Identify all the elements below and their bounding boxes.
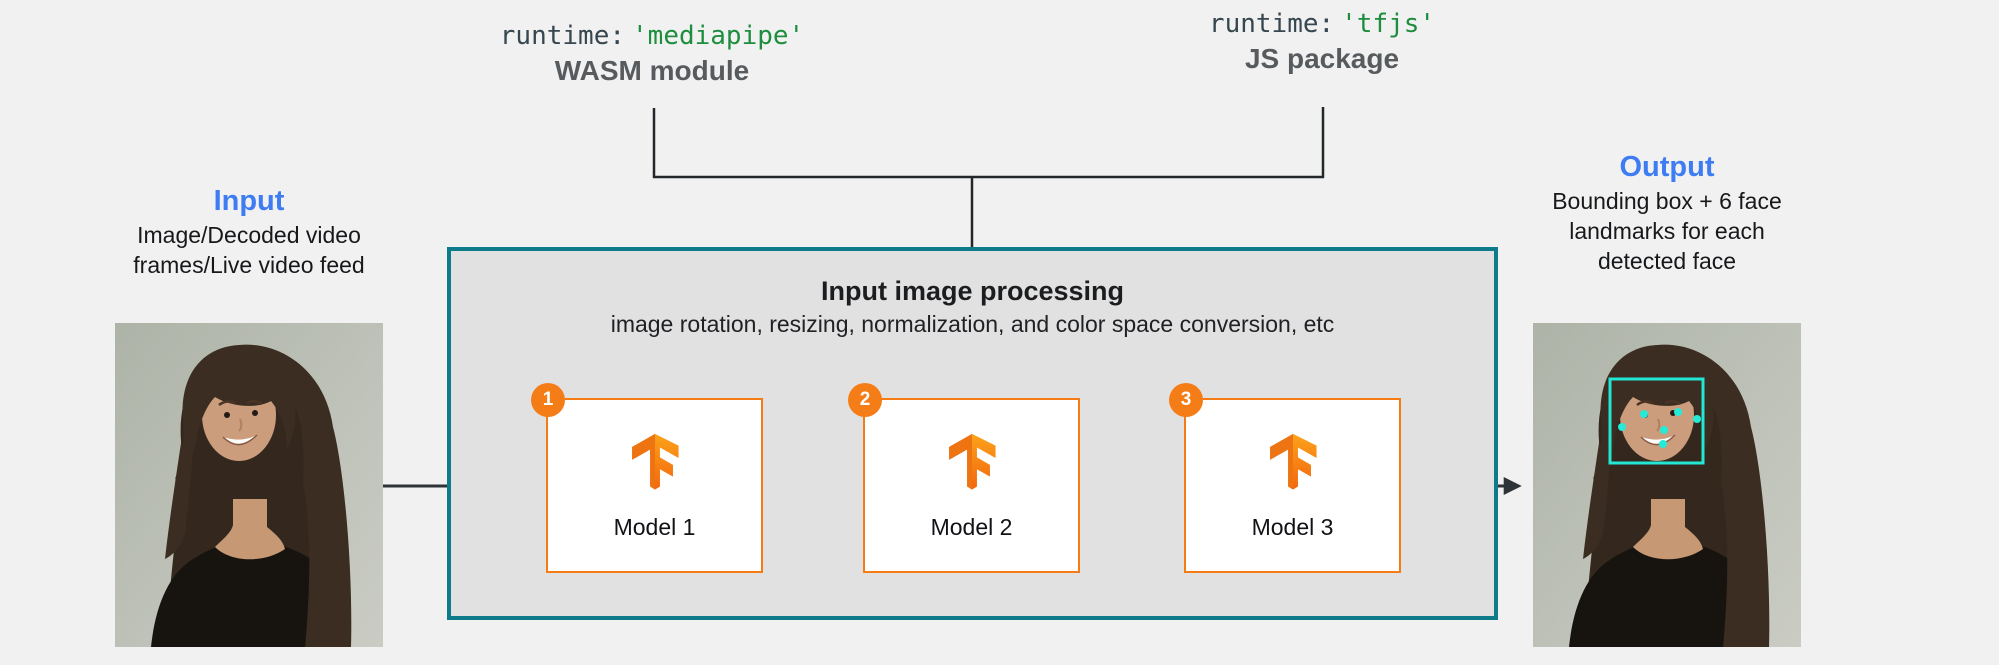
runtime-to-processing-connector xyxy=(652,107,1325,249)
processing-subtitle: image rotation, resizing, normalization,… xyxy=(610,311,1335,337)
woman-portrait-with-detection-image xyxy=(1533,323,1801,647)
output-label-block: Output Bounding box + 6 face landmarks f… xyxy=(1533,150,1801,276)
processing-title: Input image processing xyxy=(820,276,1125,306)
runtime-tfjs-code: runtime:'tfjs' xyxy=(1112,8,1532,40)
step-1-badge: 1 xyxy=(531,383,565,417)
output-photo xyxy=(1533,323,1801,647)
code-value: 'tfjs' xyxy=(1341,9,1436,39)
runtime-mediapipe-code: runtime:'mediapipe' xyxy=(442,20,862,52)
tensorflow-logo-icon xyxy=(941,430,1003,496)
input-description-line: Image/Decoded video xyxy=(137,222,361,248)
model-1-label: Model 1 xyxy=(613,514,696,540)
code-keyword: runtime: xyxy=(1208,9,1335,39)
model-1-box: 1 Model 1 xyxy=(531,383,763,573)
model-3-box: 3 Model 3 xyxy=(1169,383,1401,573)
model-2-label: Model 2 xyxy=(930,514,1013,540)
tensorflow-logo-icon xyxy=(1262,430,1324,496)
input-label-block: Input Image/Decoded video frames/Live vi… xyxy=(115,184,383,280)
tensorflow-logo-icon xyxy=(624,430,686,496)
model-2-box: 2 Model 2 xyxy=(848,383,1080,573)
input-photo xyxy=(115,323,383,647)
runtime-tfjs-label: runtime:'tfjs' JS package xyxy=(1112,8,1532,76)
step-2-badge: 2 xyxy=(848,383,882,417)
woman-portrait-image xyxy=(115,323,383,647)
output-description: Bounding box + 6 face landmarks for each… xyxy=(1533,186,1801,276)
code-value: 'mediapipe' xyxy=(632,21,805,51)
face-bounding-box xyxy=(1608,377,1705,465)
step-3-badge: 3 xyxy=(1169,383,1203,417)
face-detection-overlay xyxy=(1608,377,1705,465)
runtime-mediapipe-label: runtime:'mediapipe' WASM module xyxy=(442,20,862,88)
input-description: Image/Decoded video frames/Live video fe… xyxy=(115,220,383,280)
js-package-label: JS package xyxy=(1244,43,1400,74)
output-title: Output xyxy=(1619,151,1715,183)
code-keyword: runtime: xyxy=(499,21,626,51)
wasm-module-label: WASM module xyxy=(554,55,750,86)
input-description-line: frames/Live video feed xyxy=(133,252,365,278)
output-description-line: Bounding box + 6 face xyxy=(1552,188,1782,214)
face-landmark-dots xyxy=(1618,408,1701,448)
input-title: Input xyxy=(213,185,285,217)
model-3-label: Model 3 xyxy=(1251,514,1334,540)
output-description-line: detected face xyxy=(1597,248,1737,274)
output-description-line: landmarks for each xyxy=(1569,218,1765,244)
